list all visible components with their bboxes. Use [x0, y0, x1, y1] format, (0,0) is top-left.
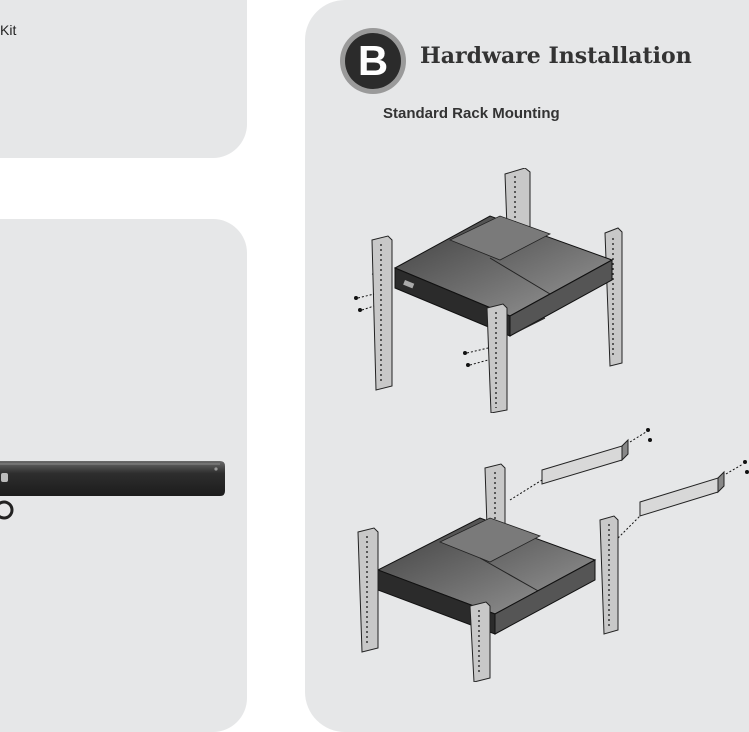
rack-mount-illustration-bottom — [357, 428, 749, 682]
section-title: Hardware Installation — [420, 43, 692, 69]
rack-mount-illustration-top — [354, 168, 623, 413]
top-left-panel: Kit — [0, 0, 247, 158]
badge-letter: B — [345, 33, 401, 89]
section-subtitle: Standard Rack Mounting — [383, 105, 560, 122]
kit-text: Kit — [0, 22, 17, 38]
device-front-illustration — [0, 461, 225, 520]
section-badge: B — [340, 28, 406, 94]
